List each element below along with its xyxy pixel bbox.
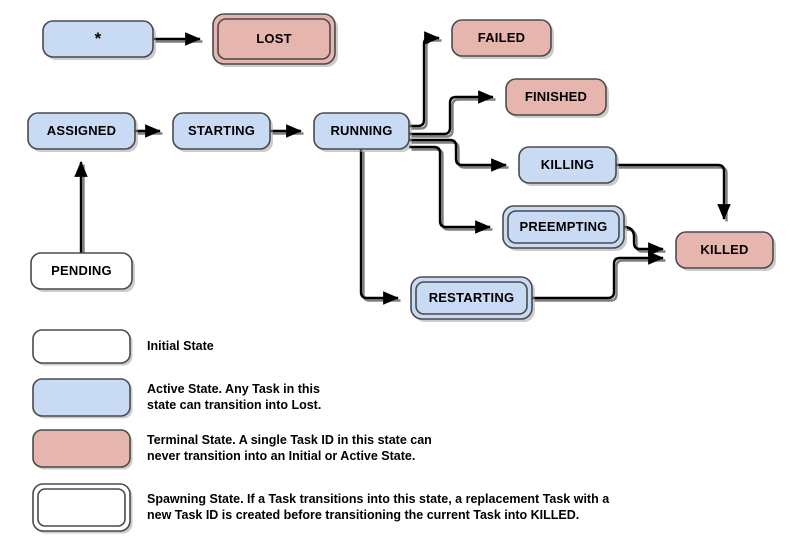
state-node-starting[interactable]: STARTING	[172, 112, 273, 152]
legend-item-terminal: Terminal State. A single Task ID in this…	[32, 429, 432, 470]
nodes-layer: * LOST ASSIGNED STARTING RUNNING PENDING FAILE…	[27, 13, 776, 322]
state-node-killed[interactable]: KILLED	[675, 231, 776, 271]
edge-shadow	[362, 151, 401, 302]
legend-description-line: Spawning State. If a Task transitions in…	[147, 492, 610, 506]
legend-swatch	[32, 329, 131, 364]
state-node-label: PENDING	[51, 263, 112, 278]
node-box	[505, 78, 607, 116]
state-node-finished[interactable]: FINISHED	[505, 78, 609, 118]
state-node-running[interactable]: RUNNING	[313, 112, 412, 152]
legend-swatch	[32, 429, 131, 468]
node-box	[30, 252, 133, 290]
state-node-killing[interactable]: KILLING	[518, 146, 619, 186]
legend-description-line: Active State. Any Task in this	[147, 382, 320, 396]
legend-description-line: Initial State	[147, 339, 214, 353]
edge-running-to-finished	[409, 90, 494, 136]
node-box	[27, 112, 136, 150]
state-node-label: RUNNING	[330, 123, 392, 138]
edge-running-to-killing	[409, 138, 507, 172]
legend-item-active: Active State. Any Task in this state can …	[32, 378, 321, 419]
legend-description-line: new Task ID is created before transition…	[147, 508, 579, 522]
edge-running-to-restarting	[359, 149, 399, 305]
node-box	[42, 20, 154, 58]
state-node-label: KILLED	[700, 242, 748, 257]
state-node-pending[interactable]: PENDING	[30, 252, 135, 292]
state-node-label: STARTING	[188, 123, 255, 138]
state-node-lost[interactable]: LOST	[212, 13, 338, 67]
legend-description-line: Terminal State. A single Task ID in this…	[147, 433, 432, 447]
state-node-label: ASSIGNED	[47, 123, 117, 138]
state-node-failed[interactable]: FAILED	[451, 19, 554, 59]
node-box	[451, 19, 552, 57]
node-box	[518, 146, 617, 184]
edge-shadow	[411, 148, 493, 231]
edge-running-to-preempting	[409, 145, 491, 234]
state-node-preempting[interactable]: PREEMPTING	[502, 205, 627, 251]
node-inner-border	[217, 18, 331, 60]
legend-swatch	[32, 378, 131, 417]
legend-item-spawning: Spawning State. If a Task transitions in…	[32, 483, 610, 534]
state-node-label: FAILED	[478, 30, 525, 45]
state-node-label: PREEMPTING	[520, 219, 608, 234]
edge-running-to-failed	[409, 31, 440, 128]
edge-shadow	[534, 259, 666, 302]
legend-description-line: state can transition into Lost.	[147, 398, 321, 412]
edge-preempting-to-killed	[623, 225, 664, 256]
state-node-label: LOST	[256, 31, 291, 46]
node-box	[313, 112, 410, 150]
legend-item-initial: Initial State	[32, 329, 214, 366]
legend-description-line: never transition into an Initial or Acti…	[147, 449, 415, 463]
edge-restarting-to-killed	[532, 251, 664, 300]
state-node-label: *	[95, 29, 102, 48]
state-node-label: RESTARTING	[429, 290, 515, 305]
node-box	[675, 231, 774, 269]
edge-shadow	[618, 166, 728, 222]
state-node-label: FINISHED	[525, 89, 587, 104]
node-inner-border	[415, 281, 528, 315]
edge-shadow	[411, 39, 442, 130]
edge-killing-to-killed	[616, 163, 731, 220]
legend-swatch-inner	[37, 488, 126, 527]
state-node-assigned[interactable]: ASSIGNED	[27, 112, 138, 152]
state-node-any[interactable]: *	[42, 20, 156, 60]
edge-shadow	[411, 98, 496, 138]
edges-layer	[74, 31, 731, 305]
node-inner-border	[507, 210, 620, 244]
node-box	[172, 112, 271, 150]
state-node-label: KILLING	[541, 157, 594, 172]
state-node-restarting[interactable]: RESTARTING	[410, 276, 535, 322]
